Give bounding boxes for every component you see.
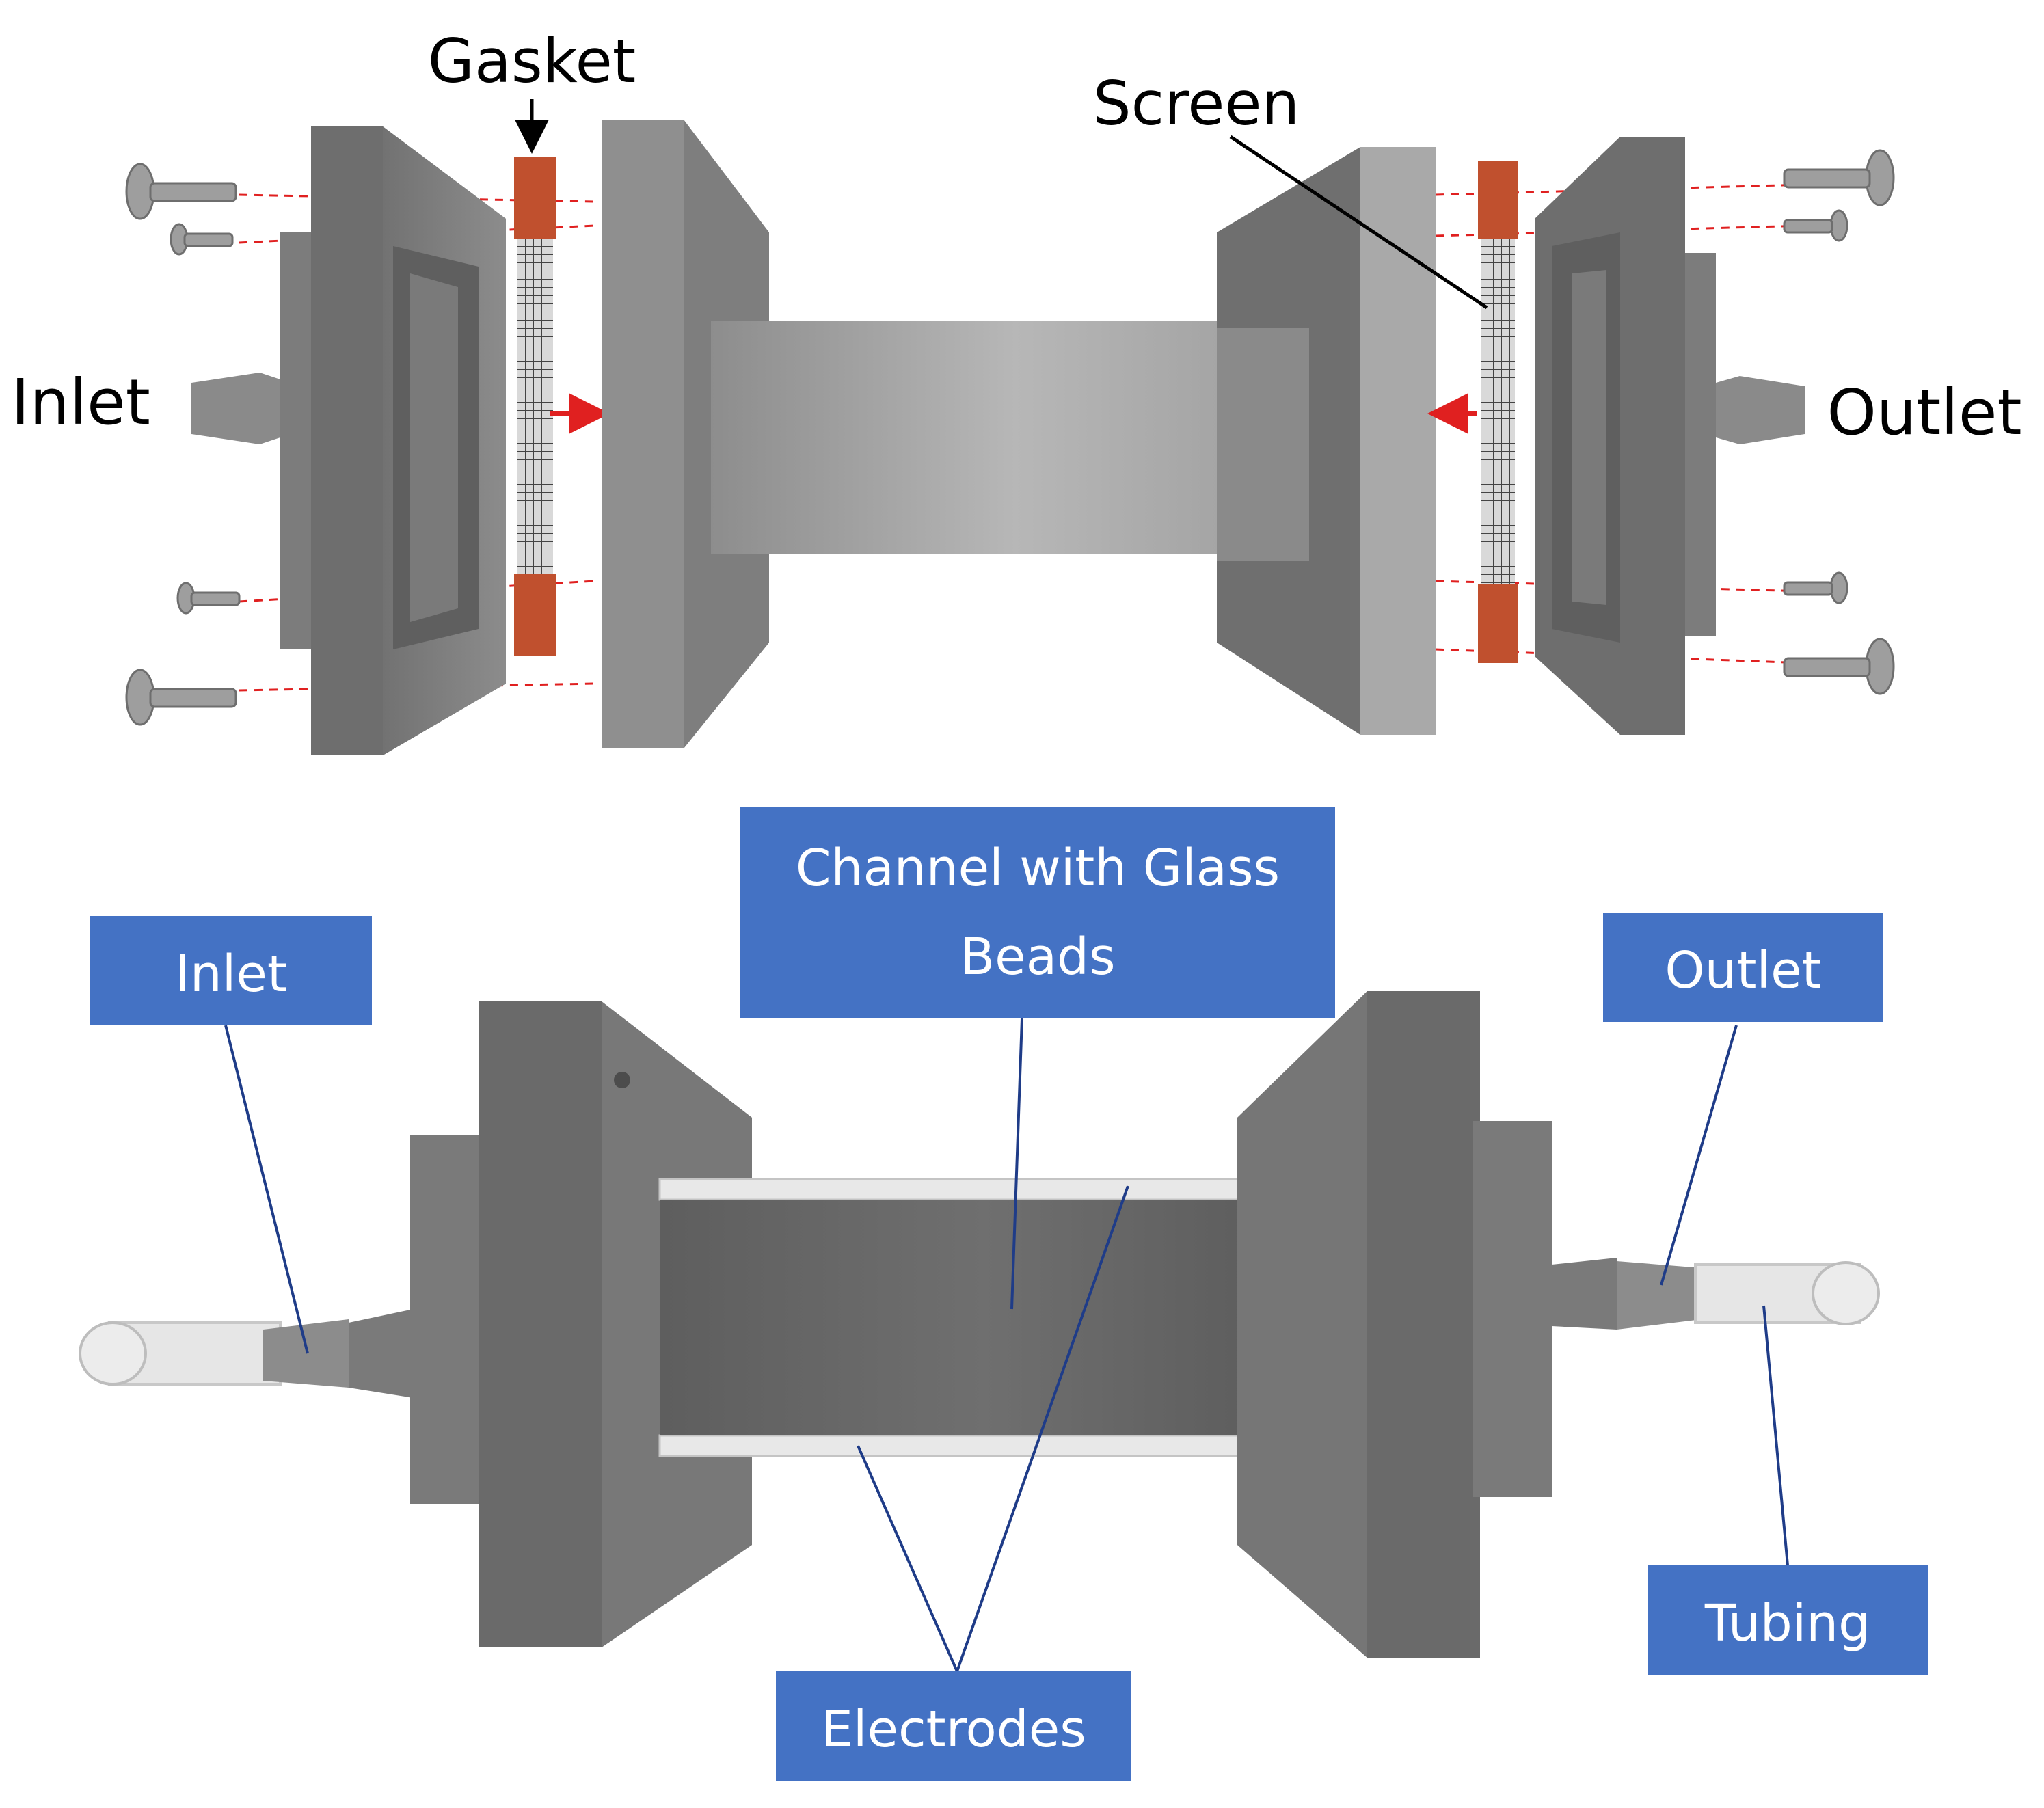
gasket-right (1478, 161, 1518, 663)
inlet-label-box: Inlet (90, 916, 372, 1025)
channel-with-beads (660, 1200, 1309, 1435)
channel-flange-right (1217, 147, 1436, 735)
gasket-left (514, 157, 556, 656)
outlet-tubing (1552, 1258, 1880, 1330)
channel-label-line1: Channel with Glass (796, 839, 1280, 898)
exploded-view: Gasket Screen Inlet Outlet (11, 26, 2022, 755)
inlet-tubing (79, 1309, 414, 1398)
inlet-barb (191, 373, 280, 444)
tubing-label: Tubing (1704, 1594, 1870, 1653)
channel-label-line2: Beads (960, 928, 1115, 986)
assembled-flange-right (1237, 991, 1552, 1658)
inlet-label-top: Inlet (11, 366, 150, 439)
assembled-view: Inlet Channel with Glass Beads Outlet Tu… (79, 807, 1928, 1781)
inlet-end-cap (280, 126, 506, 755)
outlet-end-cap (1535, 137, 1716, 735)
channel-label-box: Channel with Glass Beads (740, 807, 1335, 1018)
inlet-label: Inlet (175, 945, 287, 1003)
tubing-label-box: Tubing (1648, 1565, 1928, 1675)
outlet-label: Outlet (1665, 941, 1821, 1000)
channel-flange-left (602, 120, 769, 748)
screen-pointer (1229, 135, 1488, 310)
outlet-label-box: Outlet (1603, 913, 1883, 1022)
outlet-label-top: Outlet (1827, 376, 2021, 449)
callout-lines (224, 1018, 1789, 1672)
electrode-bottom (658, 1434, 1310, 1457)
screw-icon (1783, 149, 1895, 695)
outlet-barb (1716, 376, 1805, 444)
electrodes-label-box: Electrodes (776, 1671, 1131, 1781)
electrode-top (658, 1178, 1310, 1201)
screen-label: Screen (1093, 68, 1300, 139)
electrodes-label: Electrodes (821, 1700, 1086, 1759)
gasket-label: Gasket (428, 26, 636, 96)
screw-icon (125, 163, 241, 726)
